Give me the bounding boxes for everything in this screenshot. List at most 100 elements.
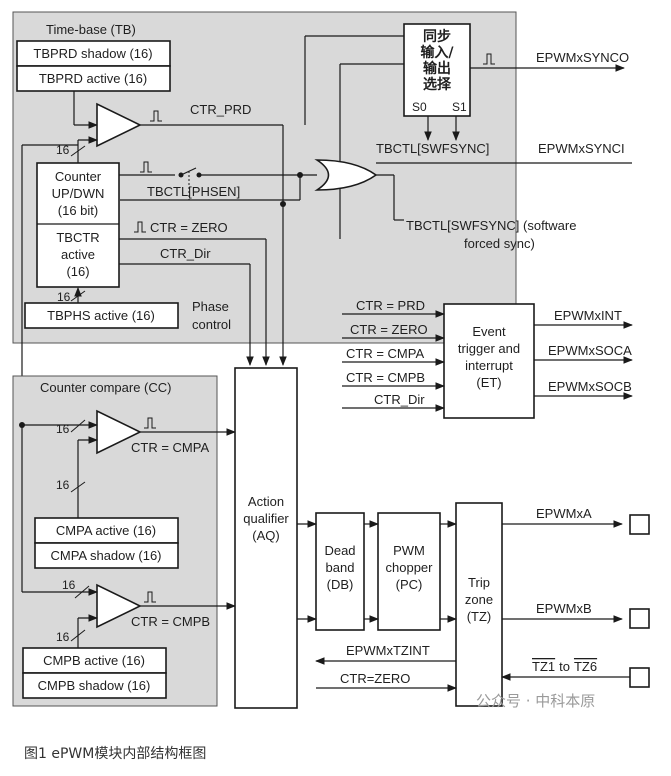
pulse-icon	[140, 161, 152, 173]
cmpb-shadow-label: CMPB shadow (16)	[38, 678, 151, 693]
tbctr-label-3: (16)	[66, 264, 89, 279]
db-label-2: band	[326, 560, 355, 575]
phase-control-1: Phase	[192, 299, 229, 314]
sync-select-1: 同步	[423, 28, 451, 45]
cmpa-shadow-register	[34, 542, 179, 569]
ctr-dir-label: CTR_Dir	[160, 246, 211, 261]
pc-label-2: chopper	[386, 560, 434, 575]
ctr-cmpb-label: CTR = CMPB	[131, 614, 210, 629]
ctr-prd-label: CTR_PRD	[190, 102, 251, 117]
tbphs-active-register	[24, 302, 179, 329]
sync-select-block	[403, 23, 471, 117]
event-trigger-block	[443, 303, 535, 419]
et-output-2: EPWMxSOCA	[548, 343, 632, 358]
epwma-label: EPWMxA	[536, 506, 592, 521]
et-label-3: interrupt	[465, 358, 513, 373]
cmpa-active-register	[34, 517, 179, 544]
phase-control-2: control	[192, 317, 231, 332]
watermark: 公众号 · 中科本原	[476, 692, 596, 710]
s0-label: S0	[412, 100, 427, 114]
pulse-icon	[144, 417, 156, 429]
aq-label-2: qualifier	[243, 511, 289, 526]
epwmb-label: EPWMxB	[536, 601, 592, 616]
epwma-pin	[629, 514, 650, 535]
tbprd-active-register	[16, 65, 171, 92]
action-qualifier-block	[234, 367, 298, 709]
width-16-label: 16	[56, 630, 70, 644]
tz-to-label: to	[559, 659, 570, 674]
tz-label-2: zone	[465, 592, 493, 607]
sync-or-gate	[314, 159, 378, 191]
aq-label-1: Action	[248, 494, 284, 509]
cmpa-comparator	[96, 409, 142, 455]
aq-label-3: (AQ)	[252, 528, 279, 543]
counter-label-2: UP/DWN	[52, 186, 105, 201]
tbprd-shadow-label: TBPRD shadow (16)	[33, 46, 152, 61]
figure-caption: 图1 ePWM模块内部结构框图	[24, 746, 207, 762]
pc-label-3: (PC)	[396, 577, 423, 592]
et-input-5: CTR_Dir	[374, 392, 425, 407]
tz6-label: TZ6	[574, 659, 597, 674]
tz1-label: TZ1	[532, 659, 555, 674]
pwm-chopper-block	[377, 512, 441, 631]
counter-label-3: (16 bit)	[58, 203, 98, 218]
sync-select-2: 输入/	[420, 44, 454, 61]
tb-period-comparator	[96, 102, 142, 148]
tbctr-label-1: TBCTR	[56, 230, 99, 245]
counter-compare-title: Counter compare (CC)	[40, 380, 172, 395]
et-input-4: CTR = CMPB	[346, 370, 425, 385]
tzint-label: EPWMxTZINT	[346, 643, 430, 658]
tbprd-active-label: TBPRD active (16)	[39, 71, 147, 86]
tz-input-pin	[629, 667, 650, 688]
tz-label-3: (TZ)	[467, 609, 492, 624]
et-input-3: CTR = CMPA	[346, 346, 424, 361]
cmpb-active-register	[22, 647, 167, 674]
pulse-icon	[144, 591, 156, 603]
db-label-3: (DB)	[327, 577, 354, 592]
time-base-title: Time-base (TB)	[46, 22, 136, 37]
et-label-4: (ET)	[476, 375, 501, 390]
tz-range-label: TZ1 to TZ6	[532, 659, 597, 674]
pulse-icon	[134, 221, 146, 233]
trip-zone-block	[455, 502, 503, 707]
et-output-1: EPWMxINT	[554, 308, 622, 323]
width-16-label: 16	[56, 143, 70, 157]
cmpa-active-label: CMPA active (16)	[56, 523, 156, 538]
phsen-label: TBCTL[PHSEN]	[147, 184, 240, 199]
ctr-zero-label: CTR = ZERO	[150, 220, 228, 235]
pulse-icon	[483, 53, 495, 65]
tz-ctr-zero-label: CTR=ZERO	[340, 671, 410, 686]
db-label-1: Dead	[324, 543, 355, 558]
et-output-3: EPWMxSOCB	[548, 379, 632, 394]
tz-label-1: Trip	[468, 575, 490, 590]
et-input-1: CTR = PRD	[356, 298, 425, 313]
sync-select-4: 选择	[423, 76, 452, 93]
swfsync-note-2: forced sync)	[464, 236, 535, 251]
cmpa-shadow-label: CMPA shadow (16)	[50, 548, 161, 563]
cmpb-active-label: CMPB active (16)	[43, 653, 145, 668]
cmpb-shadow-register	[22, 672, 167, 699]
s1-label: S1	[452, 100, 467, 114]
synco-label: EPWMxSYNCO	[536, 50, 629, 65]
et-label-2: trigger and	[458, 341, 520, 356]
width-16-label: 16	[62, 578, 76, 592]
swfsync-note-1: TBCTL[SWFSYNC] (software	[406, 218, 576, 233]
et-input-2: CTR = ZERO	[350, 322, 428, 337]
et-label-1: Event	[472, 324, 506, 339]
swfsync-label: TBCTL[SWFSYNC]	[376, 141, 489, 156]
sync-select-3: 输出	[423, 60, 451, 77]
synci-label: EPWMxSYNCI	[538, 141, 625, 156]
counter-label-1: Counter	[55, 169, 102, 184]
tbctr-label-2: active	[61, 247, 95, 262]
width-16-label: 16	[56, 422, 70, 436]
dead-band-block	[315, 512, 365, 631]
width-16-label: 16	[56, 478, 70, 492]
pc-label-1: PWM	[393, 543, 425, 558]
tbphs-label: TBPHS active (16)	[47, 308, 155, 323]
ctr-cmpa-label: CTR = CMPA	[131, 440, 209, 455]
cmpb-comparator	[96, 583, 142, 629]
epwmb-pin	[629, 608, 650, 629]
width-16-label: 16	[57, 290, 71, 304]
